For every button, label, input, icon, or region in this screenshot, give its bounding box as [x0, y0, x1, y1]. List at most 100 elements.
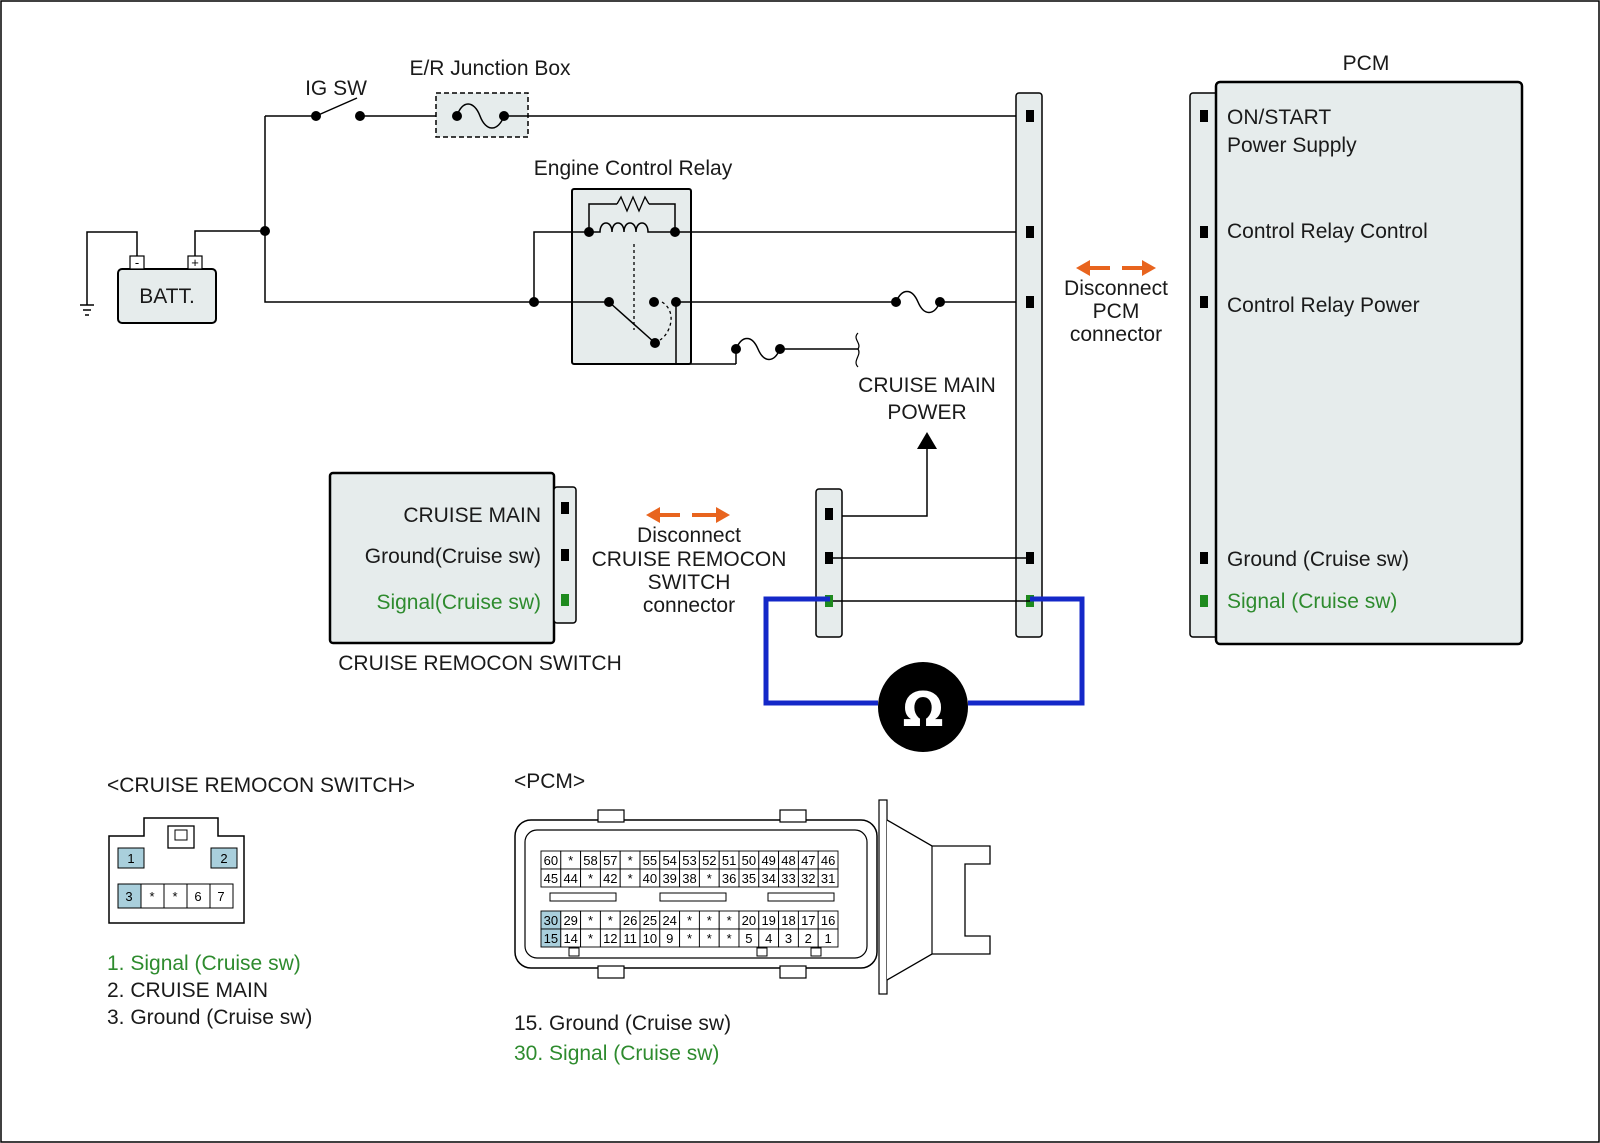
- pcm-pin-number: 25: [643, 913, 657, 928]
- cruise-main-feed-wire: [830, 449, 928, 517]
- disconnect-pcm-label-1: Disconnect: [1064, 277, 1168, 300]
- remocon-connector-face: 1 2 3 * * 6 7: [108, 817, 245, 924]
- pcm-pin-number: 38: [682, 871, 696, 886]
- pcm-pin-number: 15: [544, 931, 558, 946]
- pcm-pin-number: 58: [583, 853, 597, 868]
- remocon-switch-title: CRUISE REMOCON SWITCH: [338, 652, 622, 675]
- pcm-pin: [1200, 296, 1208, 308]
- pcm-pin-number: 32: [801, 871, 815, 886]
- pcm-pin-number: 19: [761, 913, 775, 928]
- disconnect-switch-label-4: connector: [643, 594, 735, 617]
- pcm-pin-cell: [817, 868, 839, 888]
- remocon-pin-3: 3: [125, 889, 132, 904]
- connector-pin: [825, 508, 833, 520]
- pcm-pin-number: 30: [544, 913, 558, 928]
- pcm-pin-number: *: [707, 871, 712, 886]
- pcm-pin-number: 17: [801, 913, 815, 928]
- pcm-pin-number: 5: [745, 931, 752, 946]
- pcm-pin-number: 14: [563, 931, 577, 946]
- remocon-legend-3: 3. Ground (Cruise sw): [107, 1006, 312, 1029]
- pcm-pin: [1200, 552, 1208, 564]
- disconnect-switch-arrow-icon: [646, 507, 730, 523]
- pcm-pin-number: *: [588, 931, 593, 946]
- pcm-pin-number: 24: [662, 913, 676, 928]
- disconnect-switch-label-1: Disconnect: [637, 524, 741, 547]
- connector-pin: [1026, 110, 1034, 122]
- battery-label: BATT.: [139, 285, 195, 308]
- pcm-pin-number: 46: [821, 853, 835, 868]
- remocon-pin-1: 1: [127, 851, 134, 866]
- pcm-pin-number: *: [687, 931, 692, 946]
- switch-pin: [561, 549, 569, 561]
- pcm-pin-relay-power: Control Relay Power: [1227, 294, 1420, 317]
- pcm-harness-connector: [1015, 92, 1043, 638]
- battery-plus-label: +: [191, 255, 199, 270]
- relay-power-fuse-icon: [891, 290, 945, 314]
- pcm-pin-number: 1: [824, 931, 831, 946]
- pcm-module: [1214, 80, 1524, 646]
- battery-minus-label: -: [135, 255, 139, 270]
- pcm-pin-number: 2: [805, 931, 812, 946]
- pcm-pin-number: 11: [623, 931, 637, 946]
- pcm-pin-number: 52: [702, 853, 716, 868]
- cruise-main-power-label-1: CRUISE MAIN: [858, 374, 996, 397]
- switch-pin-signal: [561, 594, 569, 606]
- main-bus-wire: [264, 116, 534, 303]
- battery: BATT. - +: [117, 255, 217, 324]
- pcm-pin-number: 31: [821, 871, 835, 886]
- junction-box-label: E/R Junction Box: [409, 57, 571, 80]
- pcm-pin-number: 45: [544, 871, 558, 886]
- pcm-pin-number: 40: [643, 871, 657, 886]
- pcm-pin-number: 39: [662, 871, 676, 886]
- pcm-pin-number: 57: [603, 853, 617, 868]
- pcm-pin-number: 54: [662, 853, 676, 868]
- pcm-pin-number: 10: [643, 931, 657, 946]
- connector-pin: [825, 552, 833, 564]
- pcm-pin-number: 26: [623, 913, 637, 928]
- pcm-pin-number: 42: [603, 871, 617, 886]
- pcm-pin-number: *: [588, 871, 593, 886]
- disconnect-switch-label-3: SWITCH: [648, 571, 731, 594]
- pcm-pin-number: *: [628, 853, 633, 868]
- ohmmeter-icon: [878, 662, 968, 752]
- relay-coil-feed-wire: [533, 231, 589, 302]
- switch-pin-signal-label: Signal(Cruise sw): [376, 591, 541, 614]
- pcm-pin-number: 3: [785, 931, 792, 946]
- pcm-pin-ground: Ground (Cruise sw): [1227, 548, 1409, 571]
- up-arrow-icon: [917, 432, 937, 449]
- pcm-pin-relay-control: Control Relay Control: [1227, 220, 1428, 243]
- pcm-pin-number: 51: [722, 853, 736, 868]
- pcm-pin-number: 36: [722, 871, 736, 886]
- remocon-legend-2: 2. CRUISE MAIN: [107, 979, 268, 1002]
- connector-pin: [1026, 226, 1034, 238]
- pcm-pin-number: 35: [742, 871, 756, 886]
- remocon-legend-1: 1. Signal (Cruise sw): [107, 952, 301, 975]
- pcm-pin-number: *: [588, 913, 593, 928]
- pcm-pin-number: 53: [682, 853, 696, 868]
- pcm-pin-number: 12: [603, 931, 617, 946]
- ohm-symbol: Ω: [903, 682, 944, 738]
- pcm-pin-number: 49: [761, 853, 775, 868]
- pcm-pin-number: *: [707, 931, 712, 946]
- disconnect-switch-label-2: CRUISE REMOCON: [592, 548, 787, 571]
- pcm-pin-number: 18: [781, 913, 795, 928]
- pcm-pin-number: *: [608, 913, 613, 928]
- remocon-pin-7: 7: [217, 889, 224, 904]
- pcm-pin: [1200, 110, 1208, 122]
- pcm-pin-number: 4: [765, 931, 772, 946]
- pcm-title: PCM: [1343, 52, 1390, 75]
- battery-positive-wire: [194, 230, 265, 256]
- cruise-main-power-label-2: POWER: [887, 401, 966, 424]
- switch-pin: [561, 502, 569, 514]
- pcm-pin-number: 55: [643, 853, 657, 868]
- pcm-pin-number: *: [727, 913, 732, 928]
- pcm-pin-number: 34: [761, 871, 775, 886]
- disconnect-pcm-arrow-icon: [1076, 260, 1156, 276]
- remocon-pin-blank: *: [149, 889, 154, 904]
- pcm-pin-signal-label: Signal (Cruise sw): [1227, 590, 1397, 613]
- pcm-pin-number: *: [727, 931, 732, 946]
- pcm-pin-power-supply: Power Supply: [1227, 134, 1357, 157]
- pcm-pin-number: 47: [801, 853, 815, 868]
